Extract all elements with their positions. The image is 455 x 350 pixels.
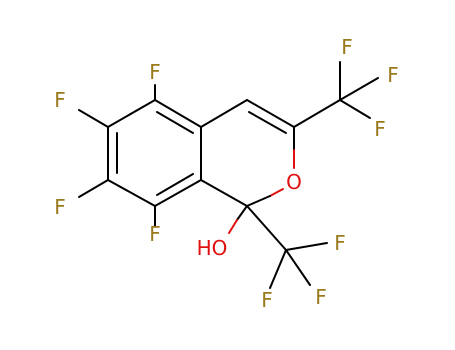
bond [107, 179, 156, 207]
bond [200, 99, 248, 128]
bond [339, 77, 379, 101]
bond [285, 249, 311, 286]
bond [78, 179, 109, 198]
bond [246, 195, 271, 207]
fluorine-label: F [261, 288, 273, 312]
fluorine-label: F [149, 222, 161, 246]
bond [285, 242, 328, 251]
hydroxyl-label: HO [197, 236, 228, 260]
bond [246, 99, 295, 128]
fluorine-label: F [334, 231, 346, 255]
double-bond-inner [156, 111, 194, 134]
pyran-ring [200, 99, 295, 207]
bond [78, 109, 109, 128]
double-bond-inner [156, 173, 194, 196]
substituent-bonds [78, 61, 379, 289]
bond [107, 99, 156, 128]
fluorine-label: F [374, 117, 386, 141]
bond [154, 99, 202, 128]
bond [339, 99, 371, 119]
fluorine-label: F [54, 195, 66, 219]
bond [236, 205, 248, 221]
bond [154, 179, 202, 207]
fluorine-label: F [387, 63, 399, 87]
fluorine-label: F [341, 35, 353, 59]
fluorine-label: F [315, 285, 327, 309]
oxygen-label: O [286, 170, 302, 194]
fluorine-label: F [149, 60, 161, 84]
bond [228, 219, 238, 234]
benzene-ring [107, 99, 202, 207]
atom-labels: F F F F F F F F F F O HO [54, 35, 399, 312]
bond [200, 179, 248, 207]
bond [269, 249, 287, 289]
bond [293, 99, 341, 128]
double-bond-inner [248, 111, 287, 134]
fluorine-label: F [54, 88, 66, 112]
bond [246, 205, 287, 251]
bond [269, 188, 284, 197]
